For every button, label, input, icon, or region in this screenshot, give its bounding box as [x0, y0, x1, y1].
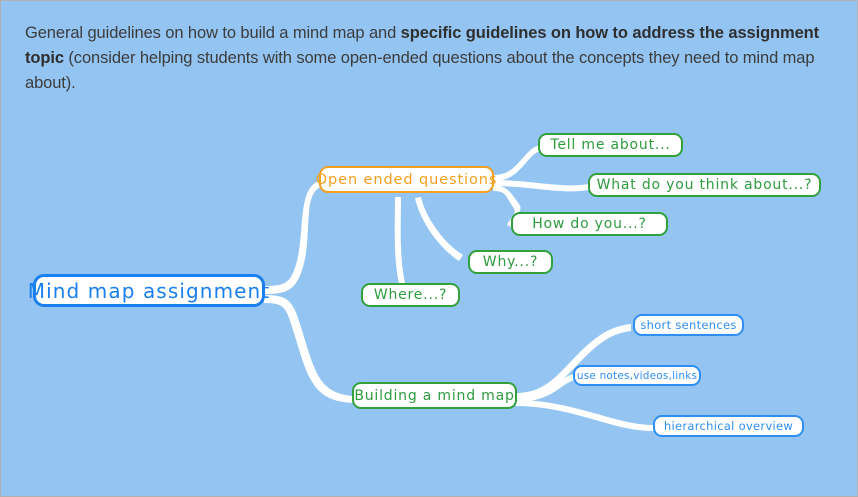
node-where[interactable]: Where...? — [361, 283, 460, 307]
node-open-ended-questions[interactable]: Open ended questions — [316, 166, 496, 193]
connector-open-to-where — [394, 197, 405, 284]
connector-open-to-tell — [493, 145, 541, 181]
node-how-do-you[interactable]: How do you...? — [511, 212, 668, 236]
connector-open-to-how — [493, 185, 521, 227]
node-hierarchical-overview[interactable]: hierarchical overview — [653, 415, 804, 437]
node-what-do-you-think-about[interactable]: What do you think about...? — [588, 173, 821, 197]
description-part-2: (consider helping students with some ope… — [25, 49, 815, 93]
node-why[interactable]: Why...? — [468, 250, 553, 274]
description-bold: specific guidelines on how to address th… — [25, 24, 820, 68]
description-part-1: General guidelines on how to build a min… — [25, 24, 401, 42]
connector-building-to-hierarchical — [516, 400, 655, 431]
connector-open-to-why — [415, 197, 463, 261]
connector-open-to-what — [493, 180, 590, 192]
node-use-notes-videos-links[interactable]: use notes,videos,links — [573, 365, 701, 386]
connector-root-to-building — [264, 295, 353, 403]
page-description: General guidelines on how to build a min… — [25, 21, 825, 96]
node-mind-map-assignment[interactable]: Mind map assignment — [28, 274, 269, 307]
connector-building-to-notes — [516, 374, 577, 402]
node-short-sentences[interactable]: short sentences — [633, 314, 744, 336]
connector-root-to-open-ended — [264, 180, 321, 294]
connector-building-to-short — [516, 324, 631, 399]
node-building-a-mind-map[interactable]: Building a mind map — [352, 382, 517, 409]
node-tell-me-about[interactable]: Tell me about... — [538, 133, 683, 157]
